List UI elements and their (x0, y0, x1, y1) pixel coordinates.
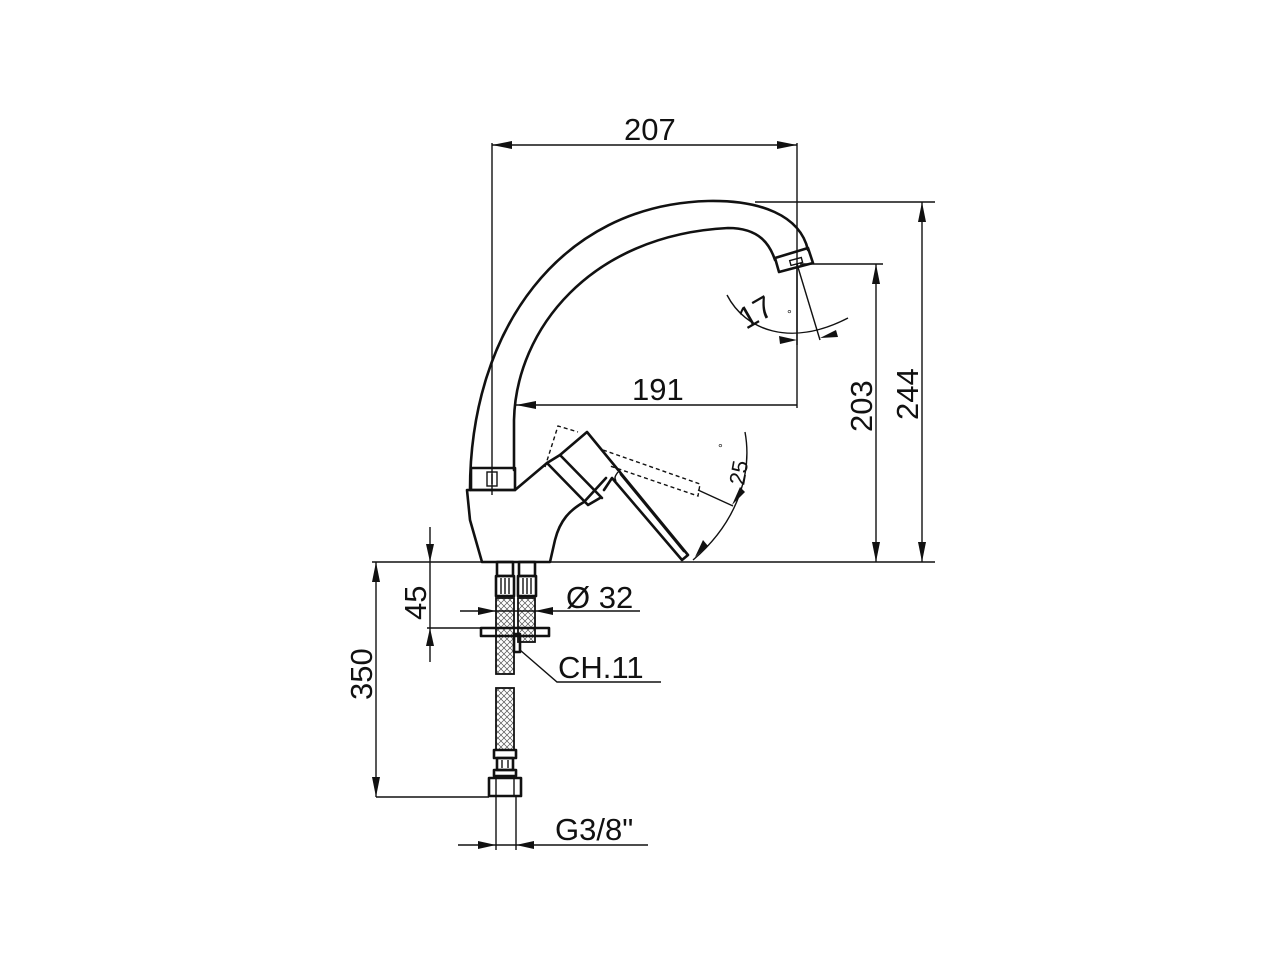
swivel-collar (469, 466, 517, 492)
dim-overall-reach: 207 (624, 112, 676, 147)
angle-lever-travel: 25 (724, 458, 753, 486)
spout-inner-edge (512, 226, 777, 472)
tap-body (465, 461, 608, 564)
dimension-lines (372, 141, 935, 850)
dim-hose-length: 350 (344, 648, 379, 700)
angle-spout-tilt: 17 (732, 289, 779, 337)
dim-wrench-size: CH.11 (558, 650, 644, 685)
lever-housing (545, 453, 604, 507)
dim-outlet-height: 203 (844, 380, 879, 432)
dimension-labels: 207 191 244 203 350 45 Ø 32 CH.11 G3/8" … (344, 112, 925, 847)
dim-hole-diameter: Ø 32 (566, 580, 633, 615)
lever-handle (558, 430, 690, 562)
supply-hoses (479, 560, 551, 798)
spout-outer-edge (468, 199, 810, 492)
faucet-outline (465, 199, 815, 564)
dim-shank-length: 45 (398, 586, 433, 620)
dim-hose-connection: G3/8" (555, 812, 633, 847)
degree-symbol: ° (718, 441, 723, 455)
dim-spout-reach: 191 (632, 372, 684, 407)
degree-symbol: ° (787, 307, 792, 321)
shank-nut (512, 632, 522, 654)
hose-end-nut (487, 776, 523, 798)
dim-overall-height: 244 (890, 368, 925, 420)
